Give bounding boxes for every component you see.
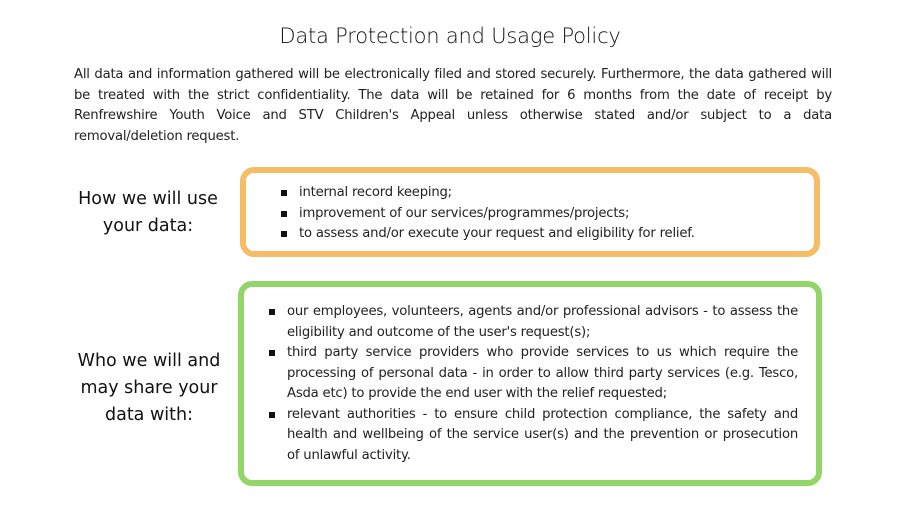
list-item: internal record keeping; <box>281 183 814 204</box>
share-section-label: Who we will and may share your data with… <box>77 351 221 425</box>
list-item: our employees, volunteers, agents and/or… <box>269 302 798 343</box>
page-title: Data Protection and Usage Policy <box>279 24 621 48</box>
intro-paragraph: All data and information gathered will b… <box>74 67 832 144</box>
use-section-label: How we will use your data: <box>78 189 218 236</box>
share-section-box: our employees, volunteers, agents and/or… <box>238 281 822 486</box>
share-list: our employees, volunteers, agents and/or… <box>269 302 798 466</box>
list-item: to assess and/or execute your request an… <box>281 224 814 245</box>
use-section-box: internal record keeping; improvement of … <box>240 167 820 257</box>
list-item: relevant authorities - to ensure child p… <box>269 405 798 467</box>
use-list: internal record keeping; improvement of … <box>281 183 814 245</box>
list-item: third party service providers who provid… <box>269 343 798 405</box>
list-item: improvement of our services/programmes/p… <box>281 204 814 225</box>
